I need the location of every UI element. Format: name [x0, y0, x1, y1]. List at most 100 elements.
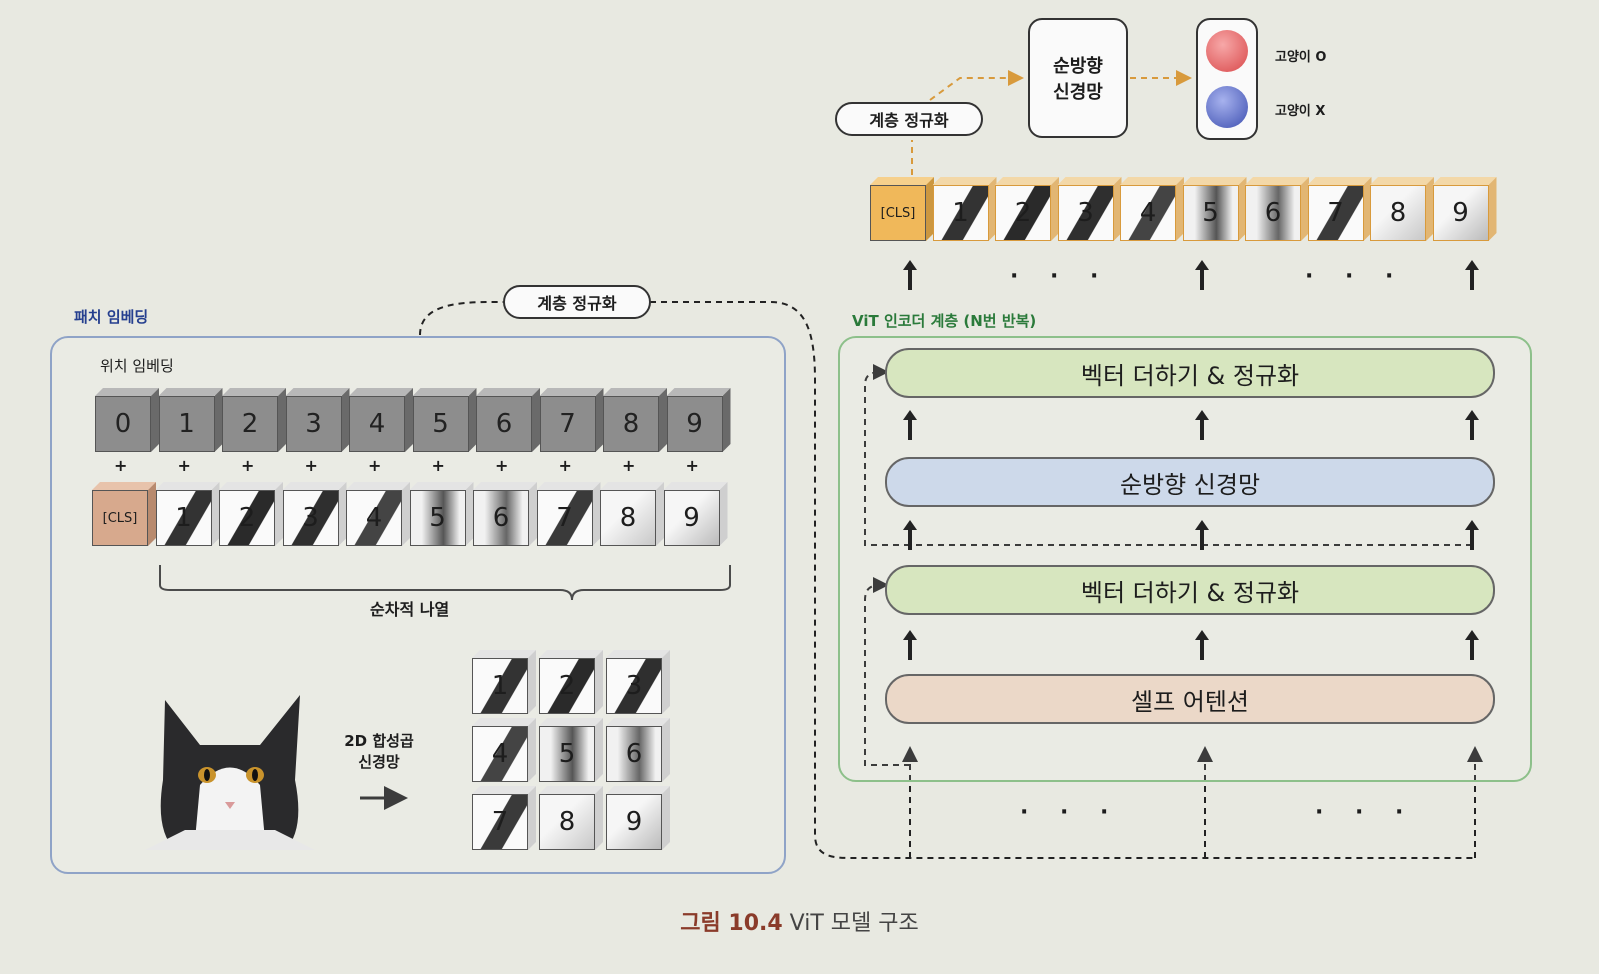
cube-label: [CLS] [102, 510, 138, 526]
grid-patch-cube: 1 [472, 650, 536, 714]
output-ffn-box: 순방향 신경망 [1028, 18, 1128, 138]
plus-sign: + [685, 456, 699, 475]
conv-label-line2: 신경망 [358, 753, 400, 771]
plus-sign: + [558, 456, 572, 475]
cube-label: 5 [1202, 198, 1219, 228]
class-no-label: 고양이 X [1275, 104, 1326, 119]
ffn-line1: 순방향 [1053, 56, 1103, 77]
cube-label: 7 [559, 409, 576, 439]
grid-patch-cube: 8 [539, 786, 603, 850]
position-embedding-label: 위치 임베딩 [100, 357, 174, 375]
patch-cube: 6 [473, 482, 537, 546]
patch-cube: 4 [346, 482, 410, 546]
grid-patch-cube: 3 [606, 650, 670, 714]
grid-patch-cube: 7 [472, 786, 536, 850]
grid-patch-cube: 9 [606, 786, 670, 850]
cube-label: 9 [686, 409, 703, 439]
patch-image [607, 659, 661, 713]
cube-label: [CLS] [880, 205, 916, 221]
grid-patch-cube: 6 [606, 718, 670, 782]
arrow-up [903, 410, 917, 440]
patch-image [1121, 186, 1175, 240]
plus-sign: + [114, 456, 128, 475]
output-patch-cube: 5 [1182, 177, 1247, 241]
patch-cube: 1 [155, 482, 220, 546]
patch-image [933, 186, 988, 240]
grid-patch-cube: 4 [472, 718, 536, 782]
layer-norm-tag-left: 계층 정규화 [503, 285, 651, 319]
ellipsis: · · · [1305, 264, 1406, 289]
cube-label: 1 [178, 409, 195, 439]
output-patch-cube: 9 [1432, 177, 1497, 241]
position-cube: 9 [666, 388, 731, 452]
arrow-up [1465, 260, 1479, 290]
position-cube: 4 [349, 388, 413, 452]
output-cls-cube: [CLS] [870, 177, 934, 241]
cube-label: 4 [491, 739, 509, 769]
arrow-up [1195, 520, 1209, 550]
patch-image [1371, 186, 1425, 240]
plus-sign: + [241, 456, 255, 475]
cube-label: 7 [491, 807, 509, 837]
output-patch-cube: 7 [1307, 177, 1372, 241]
position-cube: 5 [412, 388, 477, 452]
class-yes-label: 고양이 O [1275, 50, 1327, 65]
layer-norm-tag-top: 계층 정규화 [835, 102, 983, 136]
cube-label: 8 [1389, 198, 1407, 228]
patch-image [347, 491, 401, 545]
arrow-up [1465, 520, 1479, 550]
position-cube: 7 [539, 388, 604, 452]
patch-image [607, 727, 661, 781]
cube-label: 1 [175, 503, 192, 533]
patch-image [540, 659, 594, 713]
patch-image [473, 795, 527, 849]
position-cube: 3 [285, 388, 350, 452]
plus-sign: + [177, 456, 191, 475]
plus-sign: + [622, 456, 636, 475]
cube-label: 3 [625, 671, 643, 701]
cube-label: 8 [622, 409, 640, 439]
cube-label: 2 [238, 503, 256, 533]
arrow-up [1195, 260, 1209, 290]
figure-caption: 그림 10.4 ViT 모델 구조 [0, 905, 1599, 937]
position-cube: 8 [603, 388, 667, 452]
cube-label: 9 [683, 503, 700, 533]
arrow-up [1195, 630, 1209, 660]
plus-sign: + [368, 456, 382, 475]
arrow-up [903, 630, 917, 660]
sequence-label: 순차적 나열 [370, 600, 450, 619]
class-yes-circle [1206, 30, 1248, 72]
cube-label: 8 [558, 807, 576, 837]
plus-sign: + [495, 456, 509, 475]
patch-cube: 3 [282, 482, 347, 546]
add-norm-top-block: 벡터 더하기 & 정규화 [885, 348, 1495, 398]
caption-title: ViT 모델 구조 [789, 911, 919, 936]
patch-image [996, 186, 1050, 240]
patch-image [540, 795, 594, 849]
output-patch-cube: 2 [995, 177, 1059, 241]
conv-label-line1: 2D 합성곱 [344, 732, 414, 750]
arrow-up [1465, 630, 1479, 660]
cube-label: 3 [305, 409, 322, 439]
cube-label: 5 [429, 503, 446, 533]
cube-label: 2 [558, 671, 576, 701]
position-cube: 1 [158, 388, 223, 452]
patch-embedding-title: 패치 임베딩 [74, 308, 149, 326]
cat-image [145, 695, 315, 850]
output-patch-cube: 4 [1120, 177, 1184, 241]
cube-label: 6 [1264, 198, 1282, 228]
patch-image [1433, 186, 1488, 240]
output-patch-cube: 8 [1370, 177, 1434, 241]
cube-label: 6 [495, 409, 513, 439]
patch-image [410, 491, 465, 545]
patch-image [474, 491, 528, 545]
cube-label: 3 [1077, 198, 1094, 228]
position-cube: 0 [95, 388, 159, 452]
cube-label: 7 [556, 503, 573, 533]
cube-label: 3 [302, 503, 319, 533]
self-attention-block: 셀프 어텐션 [885, 674, 1495, 724]
conv-label: 2D 합성곱 신경망 [334, 730, 424, 772]
position-cube: 6 [476, 388, 540, 452]
arrow-up [903, 520, 917, 550]
grid-patch-cube: 5 [539, 718, 603, 782]
